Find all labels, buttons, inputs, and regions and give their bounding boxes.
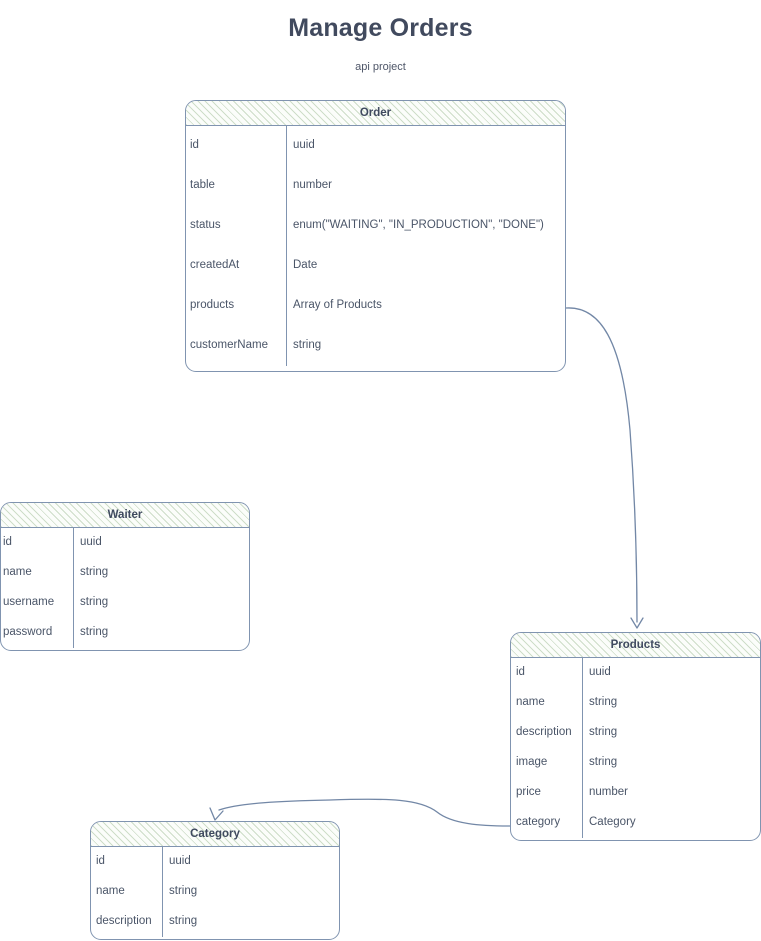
field-type: Date <box>293 259 318 271</box>
field-name: id <box>3 536 12 548</box>
field-row: username string <box>1 588 249 618</box>
field-name: name <box>516 696 545 708</box>
field-name: id <box>96 855 105 867</box>
field-row: category Category <box>511 808 760 838</box>
entity-header-waiter: Waiter <box>1 503 249 528</box>
column-separator <box>162 847 163 937</box>
entity-table-products[interactable]: Products id uuid name string description… <box>510 632 761 841</box>
entity-header-category: Category <box>91 822 339 847</box>
page-subtitle: api project <box>355 61 406 73</box>
field-type: string <box>169 885 198 897</box>
field-type: string <box>169 915 198 927</box>
field-name: name <box>3 566 32 578</box>
field-row: description string <box>511 718 760 748</box>
field-row: id uuid <box>91 847 339 877</box>
field-row: id uuid <box>1 528 249 558</box>
field-name: createdAt <box>190 259 240 271</box>
field-type: enum("WAITING", "IN_PRODUCTION", "DONE") <box>293 219 544 231</box>
field-name: description <box>516 726 572 738</box>
field-name: id <box>516 666 525 678</box>
field-name: customerName <box>190 339 268 351</box>
field-type: string <box>589 726 618 738</box>
field-name: username <box>3 596 55 608</box>
field-type: Array of Products <box>293 299 382 311</box>
entity-table-category[interactable]: Category id uuid name string description… <box>90 821 340 940</box>
field-row: name string <box>511 688 760 718</box>
entity-header-order: Order <box>186 101 565 126</box>
field-type: uuid <box>80 536 102 548</box>
field-name: category <box>516 816 561 828</box>
field-row: id uuid <box>511 658 760 688</box>
field-type: uuid <box>293 139 315 151</box>
field-name: table <box>190 179 215 191</box>
entity-header-products: Products <box>511 633 760 658</box>
field-type: number <box>293 179 332 191</box>
connector-products-to-category-arrowhead <box>209 807 224 821</box>
field-row: createdAt Date <box>186 246 565 286</box>
field-name: status <box>190 219 221 231</box>
column-separator <box>582 658 583 838</box>
field-row: price number <box>511 778 760 808</box>
field-row: customerName string <box>186 326 565 366</box>
field-type: string <box>80 566 109 578</box>
field-row: table number <box>186 166 565 206</box>
entity-table-order[interactable]: Order id uuid table number status enum("… <box>185 100 566 372</box>
field-name: price <box>516 786 541 798</box>
field-type: string <box>589 696 618 708</box>
field-row: image string <box>511 748 760 778</box>
field-row: description string <box>91 907 339 937</box>
field-type: uuid <box>169 855 191 867</box>
entity-body-waiter: id uuid name string username string pass… <box>1 528 249 648</box>
field-row: id uuid <box>186 126 565 166</box>
field-type: number <box>589 786 628 798</box>
field-name: image <box>516 756 548 768</box>
connector-order-to-products-arrowhead <box>630 617 644 629</box>
field-type: Category <box>589 816 636 828</box>
entity-table-waiter[interactable]: Waiter id uuid name string username stri… <box>0 502 250 651</box>
field-type: string <box>293 339 322 351</box>
field-type: string <box>80 596 109 608</box>
column-separator <box>73 528 74 648</box>
field-type: string <box>589 756 618 768</box>
page-title: Manage Orders <box>288 14 473 42</box>
field-name: name <box>96 885 125 897</box>
entity-body-category: id uuid name string description string <box>91 847 339 937</box>
column-separator <box>286 126 287 366</box>
connector-order-to-products <box>565 307 638 623</box>
entity-body-products: id uuid name string description string i… <box>511 658 760 838</box>
field-name: description <box>96 915 152 927</box>
entity-body-order: id uuid table number status enum("WAITIN… <box>186 126 565 366</box>
field-row: name string <box>1 558 249 588</box>
field-name: id <box>190 139 199 151</box>
field-type: uuid <box>589 666 611 678</box>
field-row: status enum("WAITING", "IN_PRODUCTION", … <box>186 206 565 246</box>
field-name: products <box>190 299 235 311</box>
field-row: password string <box>1 618 249 648</box>
field-name: password <box>3 626 53 638</box>
field-type: string <box>80 626 109 638</box>
field-row: products Array of Products <box>186 286 565 326</box>
field-row: name string <box>91 877 339 907</box>
